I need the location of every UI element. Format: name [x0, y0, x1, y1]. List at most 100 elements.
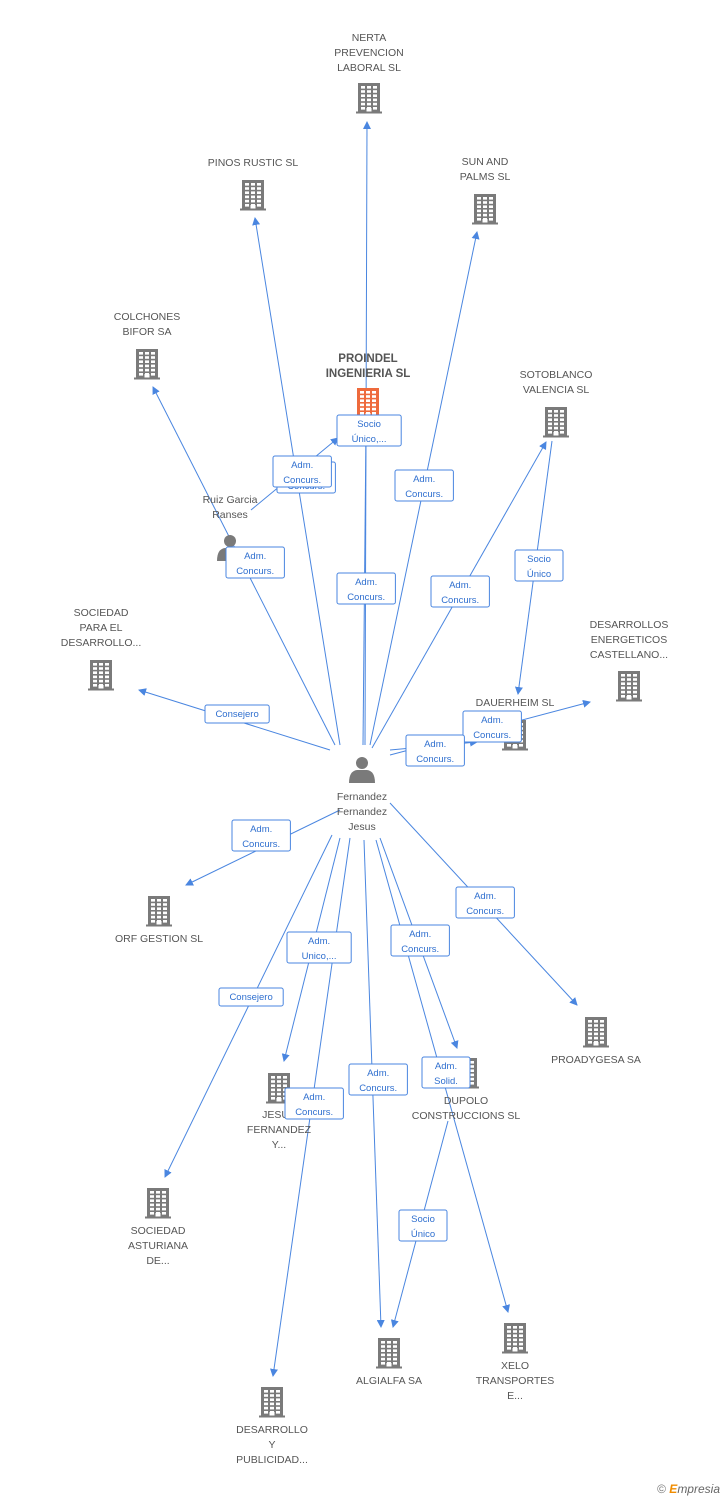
edge-label-text: Concurs. — [242, 839, 280, 850]
node-label-line: PREVENCION — [334, 47, 403, 59]
node-label-line: Fernandez — [337, 806, 387, 818]
node-sotoblanco[interactable]: SOTOBLANCO VALENCIA SL — [520, 369, 593, 438]
edge-label-fernandez-to-orf[interactable]: Adm.Concurs. — [231, 819, 291, 852]
edge-label-text: Concurs. — [466, 906, 504, 917]
edge-label-fernandez-to-sotoblanco[interactable]: Adm. Concurs. — [430, 575, 490, 608]
person-icon[interactable] — [349, 757, 375, 783]
node-label-line: PUBLICIDAD... — [236, 1454, 308, 1466]
building-icon[interactable] — [259, 1387, 285, 1418]
node-orf[interactable]: ORF GESTION SL — [115, 896, 203, 945]
building-icon[interactable] — [240, 180, 266, 211]
edge-label-fernandez-to-asturiana[interactable]: Consejero — [218, 987, 284, 1007]
node-label-line: ALGIALFA SA — [356, 1375, 422, 1387]
node-label-line: VALENCIA SL — [523, 384, 589, 396]
building-icon[interactable] — [583, 1017, 609, 1048]
building-icon[interactable] — [376, 1338, 402, 1369]
edge-label-text: Concurs. — [347, 592, 385, 603]
node-label-line: SOCIEDAD — [131, 1225, 186, 1237]
copyright-symbol: © — [657, 1482, 666, 1496]
edge-label-fernandez-to-sunpalms[interactable]: Adm. Concurs. — [394, 469, 454, 502]
building-icon[interactable] — [355, 388, 381, 419]
edge-label-fernandez-to-xelo[interactable]: Adm.Solid. — [421, 1056, 471, 1089]
building-icon[interactable] — [88, 660, 114, 691]
edge-label-fernandez-to-nerta[interactable]: Adm. Concurs. — [336, 572, 396, 605]
building-icon[interactable] — [616, 671, 642, 702]
edge-label-text: Adm. — [244, 551, 266, 562]
edge-label-fernandez-to-dauerheim[interactable]: Adm.Concurs. — [405, 734, 465, 767]
node-label-line: DESARROLLOS — [590, 619, 669, 631]
edge-label-text: Concurs. — [401, 944, 439, 955]
node-label-line: PINOS RUSTIC SL — [208, 157, 299, 169]
edge-label-fernandez-to-dupolo[interactable]: Adm. Concurs. — [390, 924, 450, 957]
node-pinos[interactable]: PINOS RUSTIC SL — [208, 157, 299, 211]
building-icon[interactable] — [472, 194, 498, 225]
node-label-line: DESARROLLO — [236, 1424, 308, 1436]
node-label-line: ASTURIANA — [128, 1240, 188, 1252]
brand-logo-text: mpresia — [677, 1482, 720, 1496]
brand-watermark: © Empresia — [657, 1482, 720, 1496]
building-icon[interactable] — [502, 1323, 528, 1354]
node-label-line: DE... — [146, 1255, 169, 1267]
node-label-line: PARA EL — [80, 622, 123, 634]
edge-label-fernandez-to-sociedad_des[interactable]: Consejero — [204, 704, 270, 724]
edge-label-text: Único — [411, 1229, 435, 1240]
node-label-line: TRANSPORTES — [476, 1375, 555, 1387]
node-label-line: NERTA — [352, 32, 387, 44]
edge-label-text: Consejero — [229, 992, 272, 1003]
node-asturiana[interactable]: SOCIEDAD ASTURIANA DE... — [128, 1188, 188, 1267]
edge-label-text: Adm. — [449, 580, 471, 591]
building-icon[interactable] — [145, 1188, 171, 1219]
node-algialfa[interactable]: ALGIALFA SA — [356, 1338, 422, 1387]
edge-label-fernandez-to-desarrollo_pub[interactable]: Adm. Concurs. — [284, 1087, 344, 1120]
edge-label-fernandez-to-colchones[interactable]: Adm.Concurs. — [225, 546, 285, 579]
node-label-line: COLCHONES — [114, 311, 181, 323]
node-label-line: CASTELLANO... — [590, 649, 668, 661]
edge-label-fernandez-to-proindel[interactable]: SocioÚnico,... — [336, 414, 402, 447]
node-label-line: XELO — [501, 1360, 529, 1372]
building-icon[interactable] — [356, 83, 382, 114]
edge-label-text: Concurs. — [283, 475, 321, 486]
node-label-line: PALMS SL — [460, 171, 511, 183]
edge-label-fernandez-to-proadygesa[interactable]: Adm.Concurs. — [455, 886, 515, 919]
node-nerta[interactable]: NERTA PREVENCION LABORAL SL — [334, 32, 404, 114]
node-label-line: Ranses — [212, 509, 248, 521]
edge-label-text: Concurs. — [295, 1107, 333, 1118]
node-xelo[interactable]: XELOTRANSPORTESE... — [476, 1323, 555, 1402]
edge-label-text: Adm. — [409, 929, 431, 940]
edge-label-text: Adm. — [303, 1092, 325, 1103]
edge-label-text: Solid. — [434, 1076, 458, 1087]
edge-label-text: Concurs. — [405, 489, 443, 500]
node-proadygesa[interactable]: PROADYGESA SA — [551, 1017, 641, 1066]
node-desarrollo_pub[interactable]: DESARROLLOYPUBLICIDAD... — [236, 1387, 308, 1466]
building-icon[interactable] — [543, 407, 569, 438]
edge-label-text: Concurs. — [473, 730, 511, 741]
edge-label-text: Adm. — [424, 739, 446, 750]
node-label-line: SOTOBLANCO — [520, 369, 593, 381]
edge-label-fernandez-to-algialfa[interactable]: Adm. Concurs. — [348, 1063, 408, 1096]
node-desener[interactable]: DESARROLLOSENERGETICOSCASTELLANO... — [590, 619, 669, 702]
node-label-line: DUPOLO — [444, 1095, 488, 1107]
edge-label-fernandez-to-desener[interactable]: Adm.Concurs. — [462, 710, 522, 743]
edge-label-fernandez-to-jesus_fy[interactable]: Adm.Unico,... — [286, 931, 352, 964]
edge-label-text: Consejero — [215, 709, 258, 720]
edge-label-text: Adm. — [413, 474, 435, 485]
edge-label-text: Concurs. — [441, 595, 479, 606]
edge-label-text: Unico,... — [302, 951, 337, 962]
building-icon[interactable] — [134, 349, 160, 380]
building-icon[interactable] — [146, 896, 172, 927]
edge-label-text: Adm. — [367, 1068, 389, 1079]
node-label-line: LABORAL SL — [337, 62, 401, 74]
node-label-line: PROINDEL — [338, 353, 397, 365]
edge-label-ruiz-to-proindel[interactable]: Adm.Concurs. — [272, 455, 332, 488]
edge-label-text: Adm. — [355, 577, 377, 588]
edge-label-text: Concurs. — [359, 1083, 397, 1094]
